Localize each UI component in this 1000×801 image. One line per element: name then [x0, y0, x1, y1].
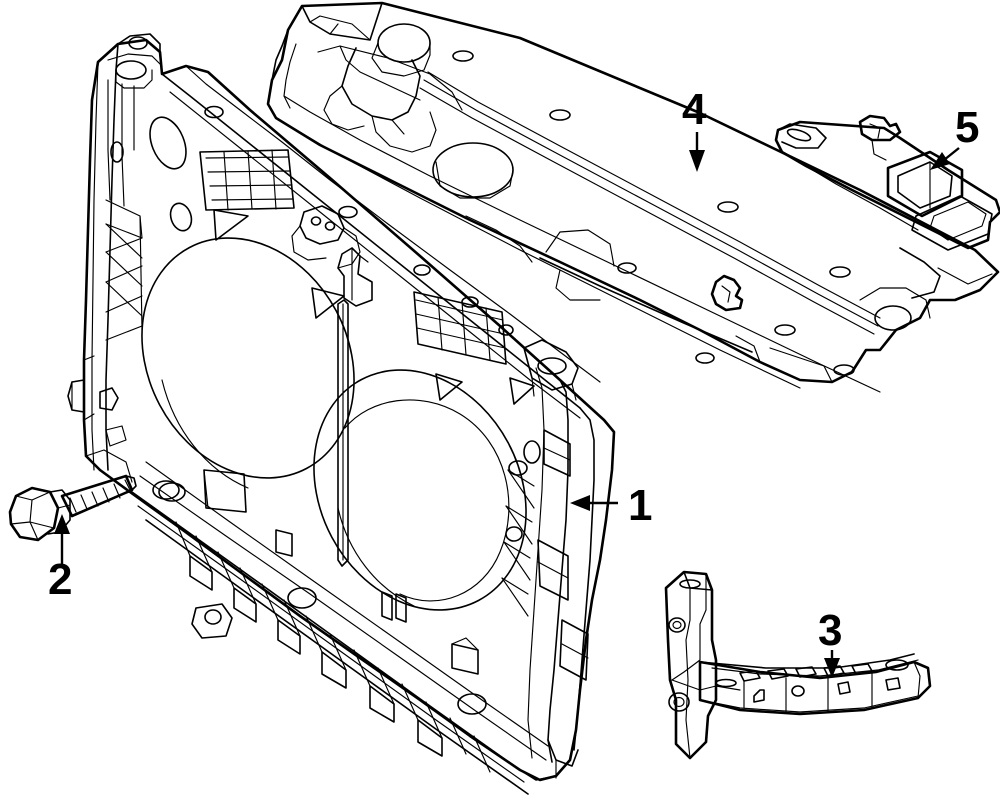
callout-4-number: 4 — [682, 85, 707, 134]
callout-5-group[interactable]: 5 — [930, 103, 979, 170]
callout-3-number: 3 — [818, 606, 842, 655]
callout-1-group[interactable]: 1 — [570, 481, 652, 530]
callout-5-number: 5 — [955, 103, 979, 152]
part-upper-tie-bar[interactable] — [266, 1, 1000, 393]
callout-2-arrowhead — [54, 514, 70, 534]
callout-4-group[interactable]: 4 — [682, 85, 707, 172]
callout-4-arrowhead — [689, 150, 705, 172]
callout-5-arrowhead — [930, 152, 950, 170]
callout-2-number: 2 — [48, 555, 72, 604]
part-radiator-support-panel[interactable] — [67, 33, 616, 795]
part-hood-latch-striker-bracket[interactable] — [774, 114, 1000, 251]
callout-3-arrowhead — [824, 658, 840, 678]
callout-1-arrowhead — [570, 495, 590, 511]
part-hex-flange-bolt[interactable] — [8, 474, 137, 542]
callout-1-number: 1 — [628, 481, 652, 530]
callout-3-group[interactable]: 3 — [818, 606, 842, 678]
callout-5-leader — [943, 147, 960, 161]
callout-2-group[interactable]: 2 — [48, 514, 72, 604]
part-lower-tie-bracket[interactable] — [664, 570, 932, 760]
